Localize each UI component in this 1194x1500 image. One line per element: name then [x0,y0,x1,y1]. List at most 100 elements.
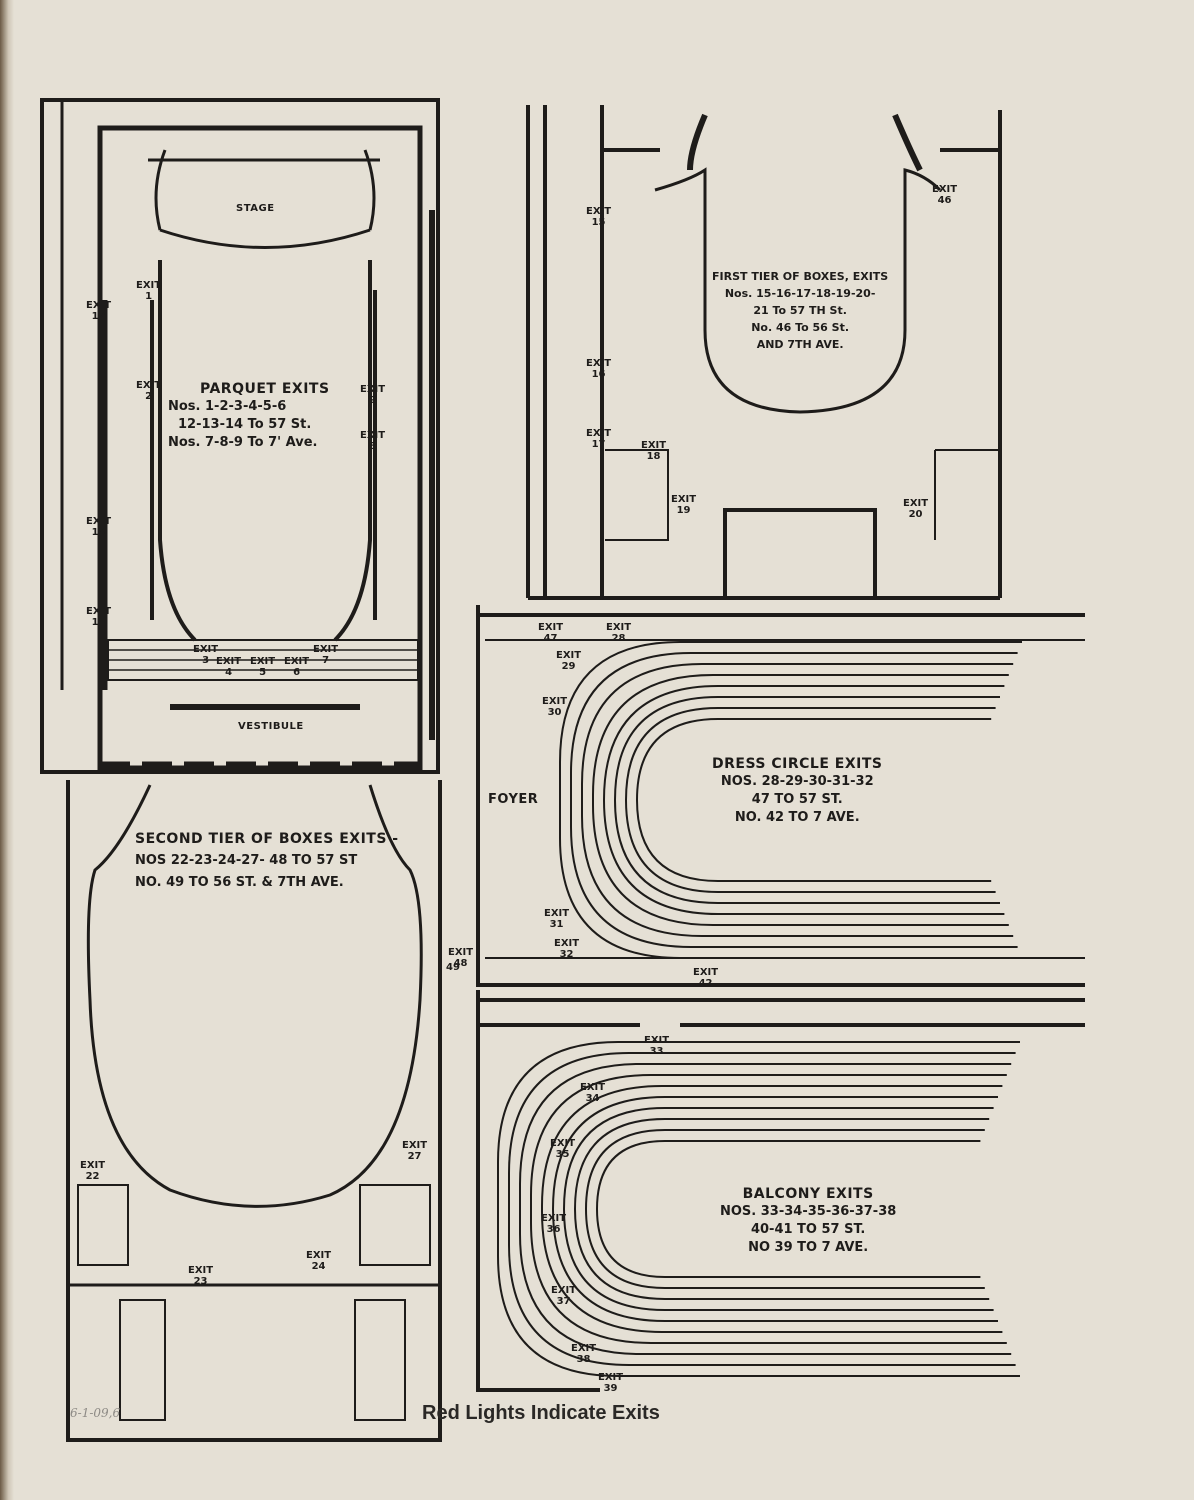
seating-row [559,641,1022,959]
exit-number: 13 [91,527,106,538]
exit-word: EXIT [306,1250,332,1261]
exit-word: EXIT [360,430,386,441]
exit-number: 28 [611,633,626,644]
exit-word: EXIT [136,380,162,391]
exit-number: 14 [91,617,106,628]
exit-number: 34 [585,1093,600,1104]
dress-circle-line: NOS. 28-29-30-31-32 [720,774,874,789]
dress-circle-legend: DRESS CIRCLE EXITS NOS. 28-29-30-31-32 4… [712,755,882,827]
exit-number: 48 [453,958,468,969]
balcony-line: NO 39 TO 7 AVE. [748,1240,869,1255]
seating-row [581,663,1014,937]
exit-number: 23 [193,1276,208,1287]
exit-number: 49 [446,962,460,973]
foyer-label: FOYER [488,792,539,807]
seating-row [508,1052,1016,1366]
balcony-title: BALCONY EXITS [742,1186,874,1202]
exit-number: 7 [322,655,330,666]
exit-number: 8 [369,441,377,452]
exit-number: 22 [85,1171,100,1182]
exit-word: EXIT [556,650,582,661]
exit-word: EXIT [250,656,276,667]
exit-word: EXIT [86,300,112,311]
seating-row [497,1041,1020,1377]
exit-word: EXIT [193,644,219,655]
exit-word: EXIT [644,1035,670,1046]
seating-row [595,1140,981,1278]
seating-row [584,1129,985,1289]
exit-marker-49: 49 [446,962,460,973]
exit-word: EXIT [641,440,667,451]
exit-word: EXIT [671,494,697,505]
exit-number: 9 [369,395,377,406]
exit-word: EXIT [551,1285,577,1296]
seating-row [570,652,1018,948]
second-tier-plan [66,780,442,1442]
first-tier-line: Nos. 15-16-17-18-19-20- [724,287,876,300]
pencil-annotation: 6-1-09,6 [70,1406,121,1420]
exit-number: 24 [311,1261,326,1272]
exit-number: 17 [591,439,606,450]
exit-number: 32 [559,949,574,960]
exit-word: EXIT [903,498,929,509]
exit-word: EXIT [541,1213,567,1224]
exit-word: EXIT [284,656,310,667]
exit-number: 16 [591,369,606,380]
exit-word: EXIT [360,384,386,395]
page-binding-edge [0,0,14,1500]
exit-number: 36 [546,1224,561,1235]
exit-word: EXIT [188,1265,214,1276]
exit-number: 3 [202,655,210,666]
exit-word: EXIT [586,206,612,217]
exit-word: EXIT [586,358,612,369]
seating-row [562,1107,994,1311]
dress-circle-title: DRESS CIRCLE EXITS [712,756,883,772]
second-tier-line: NOS 22-23-24-27- 48 TO 57 ST [135,853,358,868]
seating-row [635,718,992,882]
parquet-plan [40,98,440,774]
exit-word: EXIT [216,656,242,667]
exit-number: 2 [145,391,153,402]
exit-word: EXIT [80,1160,106,1171]
dress-circle-plan [476,605,1085,987]
first-tier-plan [526,105,1002,600]
seating-row [624,707,996,893]
stage-label: STAGE [236,203,275,214]
seating-row [573,1118,990,1300]
parquet-line: Nos. 1-2-3-4-5-6 [168,399,287,414]
exit-number: 15 [591,217,606,228]
exit-number: 31 [549,919,564,930]
exit-word: EXIT [571,1343,597,1354]
exit-number: 12 [91,311,106,322]
seating-row [592,674,1009,926]
exit-number: 33 [649,1046,664,1057]
balcony-line: 40-41 TO 57 ST. [750,1222,866,1237]
exit-number: 18 [646,451,661,462]
first-tier-legend: FIRST TIER OF BOXES, EXITS Nos. 15-16-17… [712,268,888,353]
exit-word: EXIT [693,967,719,978]
seating-row [519,1063,1012,1355]
first-tier-line: No. 46 To 56 St. [751,321,850,334]
